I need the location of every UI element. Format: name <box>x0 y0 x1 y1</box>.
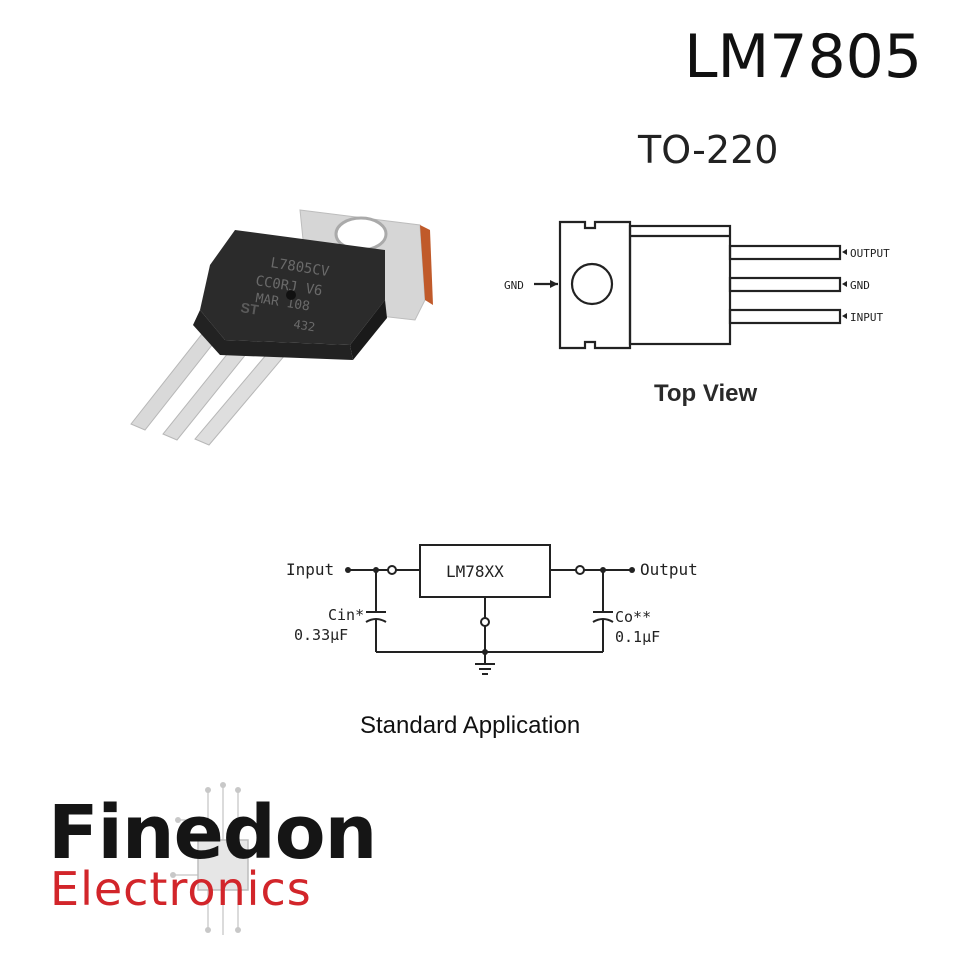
regulator-body <box>193 230 387 360</box>
output-label: Output <box>640 560 698 579</box>
input-terminal <box>387 565 397 575</box>
application-circuit: Input Output LM78XX Cin* 0.33μF Co** 0.1… <box>286 544 698 675</box>
package-body-outline <box>628 224 732 346</box>
marking-extra: 432 <box>293 317 317 334</box>
co-label: Co** <box>615 608 651 626</box>
st-logo: ST <box>240 299 261 318</box>
cin-plate-bottom <box>365 618 387 623</box>
application-caption: Standard Application <box>360 712 581 739</box>
regulator-photo: L7805CV CC0RJ V6 MAR 108 ST 432 <box>130 209 433 446</box>
page-title: LM7805 <box>684 22 922 92</box>
regulator-label: LM78XX <box>446 562 504 581</box>
pin-input <box>728 308 842 325</box>
brand-name: Finedon <box>48 790 377 876</box>
tab-gnd-label: GND <box>504 279 524 292</box>
pin-gnd <box>728 276 842 293</box>
co-plate-bottom <box>592 618 614 623</box>
brand-subtitle: Electronics <box>50 862 312 916</box>
pin1-dot <box>286 290 296 300</box>
cin-label: Cin* <box>328 606 364 624</box>
gnd-arrow-icon <box>550 280 558 288</box>
package-tab-outline <box>558 220 632 350</box>
pinout-diagram: GND OUTPUT GND INPUT <box>504 220 890 350</box>
input-label: Input <box>286 560 334 579</box>
output-terminal <box>575 565 585 575</box>
pin-label-output: OUTPUT <box>850 247 890 260</box>
tab-hole <box>570 262 614 306</box>
pin-label-input: INPUT <box>850 311 883 324</box>
cin-value: 0.33μF <box>294 626 348 644</box>
pinout-caption: Top View <box>654 380 758 407</box>
pin-output <box>728 244 842 261</box>
co-value: 0.1μF <box>615 628 660 646</box>
package-label: TO-220 <box>638 128 779 172</box>
pin-label-gnd: GND <box>850 279 870 292</box>
brand-logo-graphic <box>170 782 249 935</box>
